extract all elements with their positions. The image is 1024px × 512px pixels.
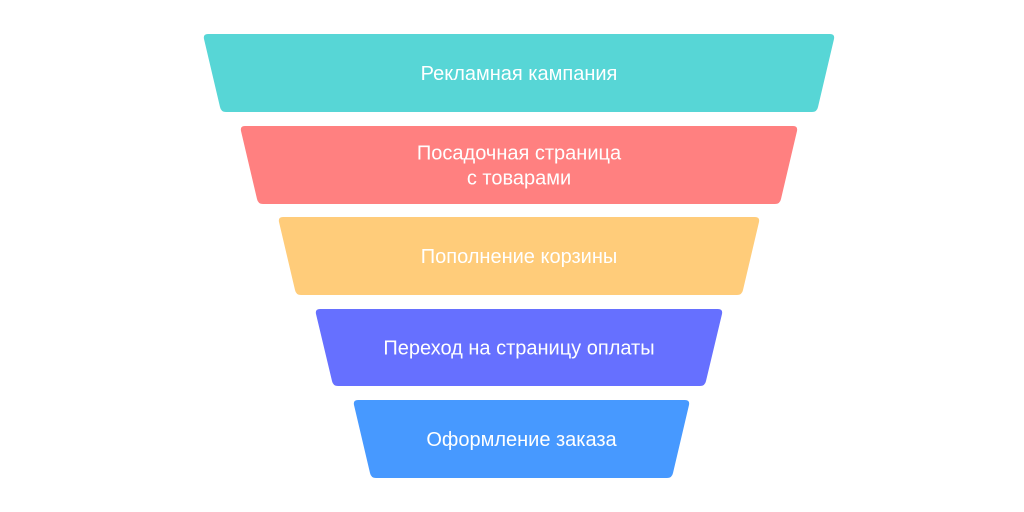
funnel-stage-label: с товарами [467, 168, 571, 190]
funnel-stage-label: Пополнение корзины [421, 246, 618, 268]
funnel-stage-label: Посадочная страница [417, 143, 622, 165]
funnel-stage-1: Рекламная кампания [203, 34, 835, 112]
funnel-stage-label: Переход на страницу оплаты [383, 338, 654, 360]
funnel-stage-5: Оформление заказа [353, 400, 690, 478]
funnel-stage-shape [240, 126, 798, 204]
funnel-stage-2: Посадочная страница с товарами [240, 126, 798, 204]
funnel-stage-label: Рекламная кампания [421, 63, 618, 85]
funnel-stage-shape [278, 217, 760, 295]
funnel-stage-3: Пополнение корзины [278, 217, 760, 295]
funnel-stage-shape [315, 309, 723, 386]
funnel-stage-4: Переход на страницу оплаты [315, 309, 723, 386]
funnel-stage-shape [353, 400, 690, 478]
funnel-stage-shape [203, 34, 835, 112]
funnel-stage-label: Оформление заказа [426, 429, 617, 451]
